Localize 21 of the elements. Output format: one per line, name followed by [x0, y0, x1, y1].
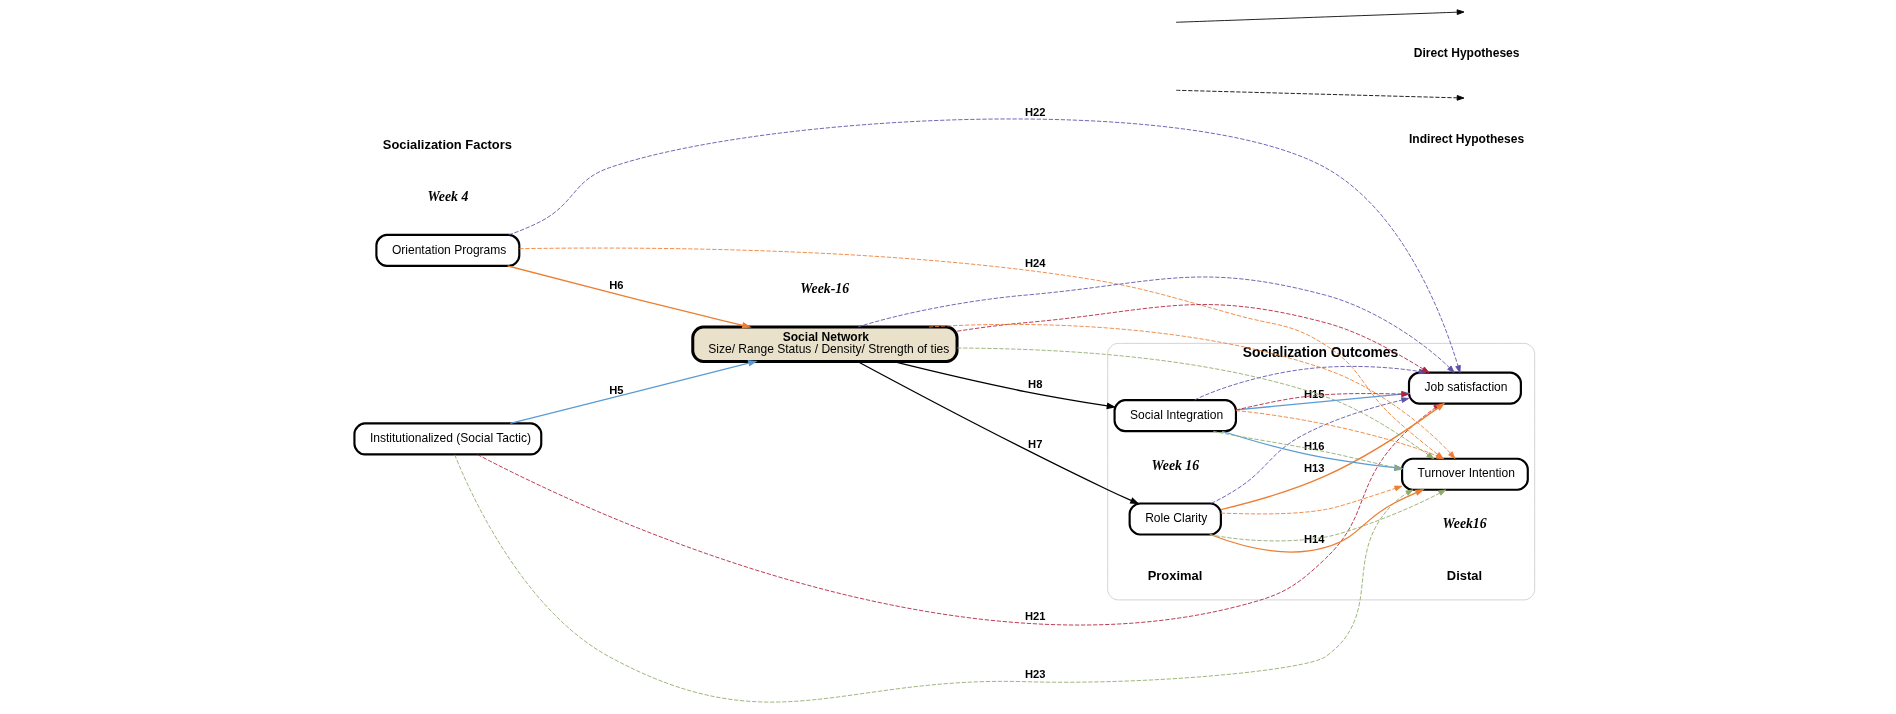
node-label: Week 16: [1151, 457, 1200, 473]
edge-label: H8: [1028, 377, 1043, 390]
legend-label: Direct Hypotheses: [1413, 46, 1520, 61]
legend-label: Indirect Hypotheses: [1408, 132, 1525, 147]
node-label: Week16: [1442, 516, 1487, 532]
edge-label: H5: [609, 383, 624, 396]
node-label: Week-16: [800, 281, 850, 297]
label: Proximal: [1147, 567, 1203, 583]
edge-label: H21: [1025, 610, 1046, 623]
edge-label: H15: [1303, 387, 1325, 400]
node-label: Week 4: [427, 189, 469, 205]
edge-label: H14: [1303, 533, 1325, 546]
edge-label: H7: [1028, 437, 1043, 450]
edge-label: H13: [1303, 461, 1325, 474]
edge-label: H22: [1025, 105, 1046, 118]
label: Distal: [1446, 567, 1483, 583]
label: Socialization Factors: [382, 137, 512, 153]
edge-label: H6: [609, 279, 624, 292]
edge-label: H16: [1303, 439, 1325, 452]
edge-label: H23: [1025, 667, 1046, 680]
edge-label: H24: [1025, 257, 1046, 270]
